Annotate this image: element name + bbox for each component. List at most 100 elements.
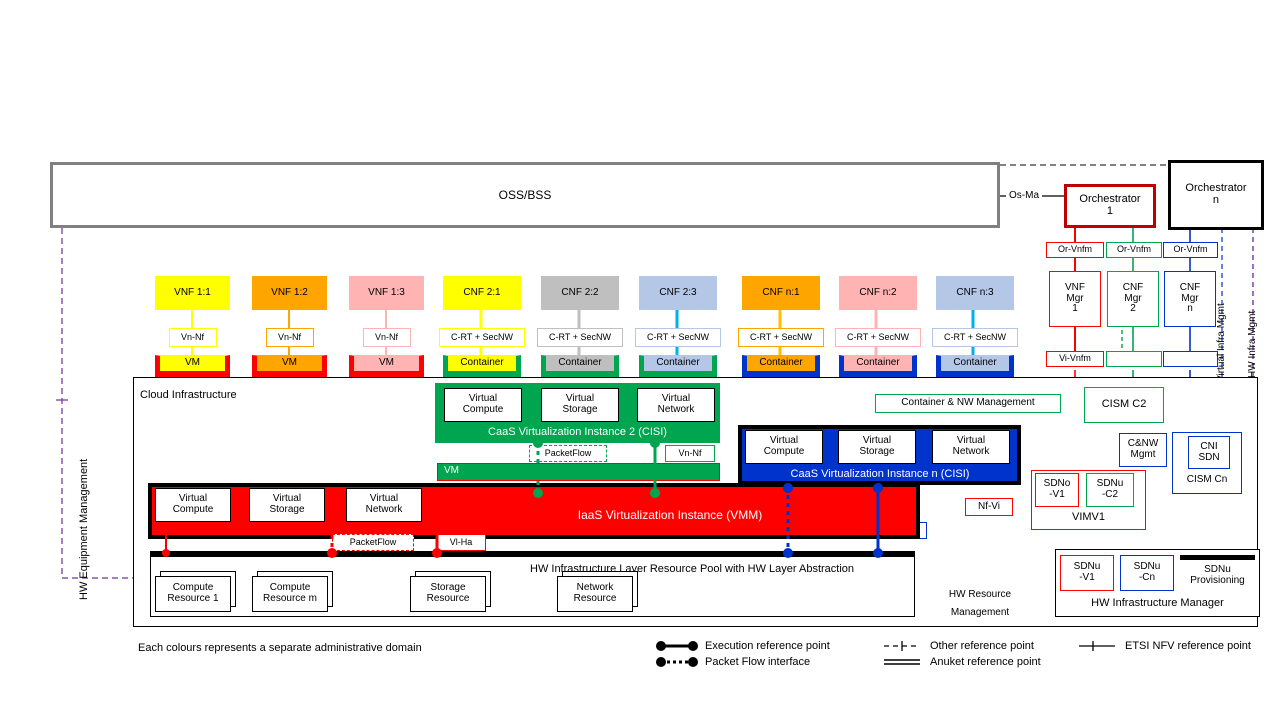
- execution-unit-1[interactable]: VM: [252, 355, 327, 377]
- hw-resource-label: Network Resource: [573, 582, 617, 604]
- hw-resource-1[interactable]: Compute Resource m: [252, 576, 328, 612]
- vnf-mgr-1[interactable]: VNF Mgr 1: [1049, 271, 1101, 327]
- hw-pool-top-bar: [150, 551, 915, 557]
- orchestrator-1-label: Orchestrator 1: [1079, 193, 1141, 217]
- function-label: VNF 1:1: [174, 286, 211, 298]
- orchestrator-1[interactable]: Orchestrator 1: [1064, 184, 1156, 228]
- cisin-virtual-network[interactable]: Virtual Network: [932, 430, 1010, 464]
- cisi2-virtual-storage[interactable]: Virtual Storage: [541, 388, 619, 422]
- vmm-virtual-network[interactable]: Virtual Network: [346, 488, 422, 522]
- oss-bss-label: OSS/BSS: [498, 187, 552, 202]
- him-label: HW Infrastructure Manager: [1091, 597, 1224, 610]
- legend-item-1: Packet Flow interface: [655, 656, 810, 668]
- reference-label: Vn-Nf: [277, 331, 301, 342]
- hw-resource-management-label: HW Resource Management: [948, 589, 1012, 618]
- cnw-mgmt[interactable]: C&NW Mgmt: [1119, 433, 1167, 467]
- execution-unit-label: Container: [953, 357, 997, 369]
- cni-sdn[interactable]: CNI SDN: [1188, 436, 1230, 469]
- execution-unit-label: Container: [759, 357, 803, 369]
- cisi-2-title: CaaS Virtualization Instance 2 (CISI): [488, 426, 667, 439]
- vmm-virtual-storage[interactable]: Virtual Storage: [249, 488, 325, 522]
- container-nw-management[interactable]: Container & NW Management: [875, 394, 1061, 413]
- legend-item-2: Other reference point: [880, 640, 1034, 652]
- cisin-virtual-compute[interactable]: Virtual Compute: [745, 430, 823, 464]
- legend-glyph-etsi: [1075, 640, 1119, 652]
- vi-vnfm-ref-2: [1106, 351, 1162, 367]
- function-reference-point-1: Vn-Nf: [265, 328, 314, 347]
- execution-unit-2[interactable]: VM: [349, 355, 424, 377]
- function-reference-point-7: C-RT + SecNW: [835, 328, 921, 347]
- legend-glyph-packet: [655, 656, 699, 668]
- cnf-mgr-n[interactable]: CNF Mgr n: [1164, 271, 1216, 327]
- function-label: CNF n:3: [956, 286, 994, 298]
- execution-unit-0[interactable]: VM: [155, 355, 230, 377]
- sdnu-c2[interactable]: SDNu -C2: [1086, 473, 1134, 507]
- execution-unit-7[interactable]: Container: [839, 355, 917, 377]
- execution-unit-label: VM: [379, 357, 394, 369]
- cisi2-virtual-network[interactable]: Virtual Network: [637, 388, 715, 422]
- hw-resource-2[interactable]: Storage Resource: [410, 576, 486, 612]
- execution-unit-label: VM: [185, 357, 200, 369]
- function-reference-point-8: C-RT + SecNW: [932, 328, 1018, 347]
- function-box-1[interactable]: VNF 1:2: [252, 276, 327, 310]
- or-vnfm-ref-1: Or-Vnfm: [1046, 242, 1104, 258]
- function-box-5[interactable]: CNF 2:3: [639, 276, 717, 310]
- function-label: CNF 2:1: [463, 286, 501, 298]
- legend-glyph-other: [880, 640, 924, 652]
- orchestrator-n[interactable]: Orchestrator n: [1168, 160, 1264, 230]
- hw-resource-label: Compute Resource 1: [167, 582, 219, 604]
- oss-bss-box[interactable]: OSS/BSS: [50, 162, 1000, 228]
- reference-label: C-RT + SecNW: [944, 331, 1006, 342]
- cisi2-virtual-compute[interactable]: Virtual Compute: [444, 388, 522, 422]
- execution-unit-4[interactable]: Container: [541, 355, 619, 377]
- execution-unit-6[interactable]: Container: [742, 355, 820, 377]
- cisi2-packetflow-ref: PacketFlow: [529, 445, 607, 462]
- or-vnfm-ref-3: Or-Vnfm: [1163, 242, 1218, 258]
- him-sdnu-cn[interactable]: SDNu -Cn: [1120, 555, 1174, 591]
- execution-unit-8[interactable]: Container: [936, 355, 1014, 377]
- function-label: CNF 2:3: [659, 286, 697, 298]
- legend-glyph-anuket: [880, 656, 924, 668]
- function-box-8[interactable]: CNF n:3: [936, 276, 1014, 310]
- vmm-title: IaaS Virtualization Instance (VMM): [577, 507, 763, 522]
- cnf-mgr-2[interactable]: CNF Mgr 2: [1107, 271, 1159, 327]
- function-reference-point-6: C-RT + SecNW: [738, 328, 824, 347]
- nf-vi-ref: Nf-Vi: [965, 498, 1013, 516]
- hw-resource-label: Storage Resource: [426, 582, 470, 604]
- function-box-6[interactable]: CNF n:1: [742, 276, 820, 310]
- function-box-2[interactable]: VNF 1:3: [349, 276, 424, 310]
- him-sdnu-provisioning-bar: [1180, 555, 1255, 560]
- legend-label: Packet Flow interface: [705, 656, 811, 668]
- legend-label: ETSI NFV reference point: [1125, 640, 1251, 652]
- cism-c2[interactable]: CISM C2: [1084, 387, 1164, 423]
- reference-label: C-RT + SecNW: [750, 331, 812, 342]
- function-box-7[interactable]: CNF n:2: [839, 276, 917, 310]
- function-reference-point-2: Vn-Nf: [362, 328, 411, 347]
- vmm-virtual-compute[interactable]: Virtual Compute: [155, 488, 231, 522]
- cloud-infrastructure-label: Cloud Infrastructure: [140, 389, 237, 401]
- sdno-v1[interactable]: SDNo -V1: [1035, 473, 1079, 507]
- him-sdnu-provisioning[interactable]: SDNu Provisioning: [1190, 563, 1245, 586]
- reference-label: Vn-Nf: [374, 331, 398, 342]
- orchestrator-n-label: Orchestrator n: [1185, 182, 1247, 206]
- or-vnfm-ref-2: Or-Vnfm: [1106, 242, 1162, 258]
- function-label: CNF 2:2: [561, 286, 599, 298]
- cisi2-vm-bar[interactable]: VM: [437, 463, 720, 481]
- hw-pool-box: [150, 551, 915, 617]
- function-box-4[interactable]: CNF 2:2: [541, 276, 619, 310]
- legend-item-4: ETSI NFV reference point: [1075, 640, 1251, 652]
- hw-resource-3[interactable]: Network Resource: [557, 576, 633, 612]
- hw-resource-0[interactable]: Compute Resource 1: [155, 576, 231, 612]
- execution-unit-label: Container: [460, 357, 504, 369]
- execution-unit-5[interactable]: Container: [639, 355, 717, 377]
- vmm-packetflow-ref: PacketFlow: [332, 534, 414, 551]
- execution-unit-3[interactable]: Container: [443, 355, 521, 377]
- cisi2-vm-label: VM: [444, 465, 459, 476]
- function-box-3[interactable]: CNF 2:1: [443, 276, 521, 310]
- him-sdnu-v1[interactable]: SDNu -V1: [1060, 555, 1114, 591]
- function-box-0[interactable]: VNF 1:1: [155, 276, 230, 310]
- cisin-virtual-storage[interactable]: Virtual Storage: [838, 430, 916, 464]
- reference-label: Vn-Nf: [180, 331, 204, 342]
